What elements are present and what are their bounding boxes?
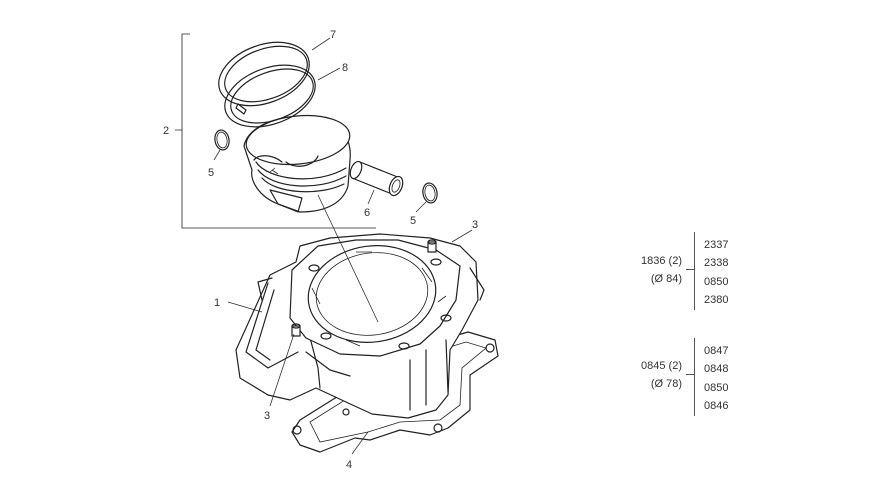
callout-numbers: 1 2 3 3 4 5 5 6 7 8 xyxy=(163,29,478,471)
callout-5-right: 5 xyxy=(410,215,416,227)
callout-4: 4 xyxy=(346,459,352,471)
version-list: 0847 0848 0850 0846 xyxy=(704,342,728,415)
piston xyxy=(243,114,351,213)
callout-6: 6 xyxy=(364,207,370,219)
version-code: 0848 xyxy=(704,363,729,376)
version-code: 2338 xyxy=(704,257,729,270)
version-code: 2380 xyxy=(704,293,729,306)
callout-3-dowel-bottom: 3 xyxy=(264,410,270,422)
variant-code: 1836 (2) xyxy=(641,255,682,267)
connector-line xyxy=(686,374,694,375)
callout-7: 7 xyxy=(330,29,336,41)
callout-3-dowel-top: 3 xyxy=(472,219,478,231)
callout-8: 8 xyxy=(342,62,348,74)
callout-1: 1 xyxy=(214,297,220,309)
connector-line xyxy=(686,269,694,270)
version-code: 0846 xyxy=(704,399,729,412)
variant-bore: (Ø 84) xyxy=(650,273,682,285)
version-code: 0850 xyxy=(704,275,729,288)
callout-2: 2 xyxy=(163,125,169,137)
piston-rings xyxy=(218,41,316,128)
variant-bore: (Ø 78) xyxy=(650,378,682,390)
variant-table-78: 0845 (2) (Ø 78) 0847 0848 0850 0846 xyxy=(612,338,732,422)
group-bracket xyxy=(175,33,376,229)
variant-table-84: 1836 (2) (Ø 84) 2337 2338 0850 2380 xyxy=(612,232,732,312)
axis-line xyxy=(317,194,379,323)
bracket-line xyxy=(694,338,695,416)
variant-code: 0845 (2) xyxy=(641,360,682,372)
piston-pin xyxy=(349,160,404,197)
circlips xyxy=(214,129,438,204)
version-code: 2337 xyxy=(704,239,729,251)
version-code: 0847 xyxy=(704,345,729,357)
leader-lines xyxy=(213,37,473,455)
callout-5-left: 5 xyxy=(208,167,214,179)
version-code: 0850 xyxy=(704,381,729,394)
version-list: 2337 2338 0850 2380 xyxy=(704,236,728,309)
cylinder-block xyxy=(235,233,485,419)
bracket-line xyxy=(694,232,695,310)
